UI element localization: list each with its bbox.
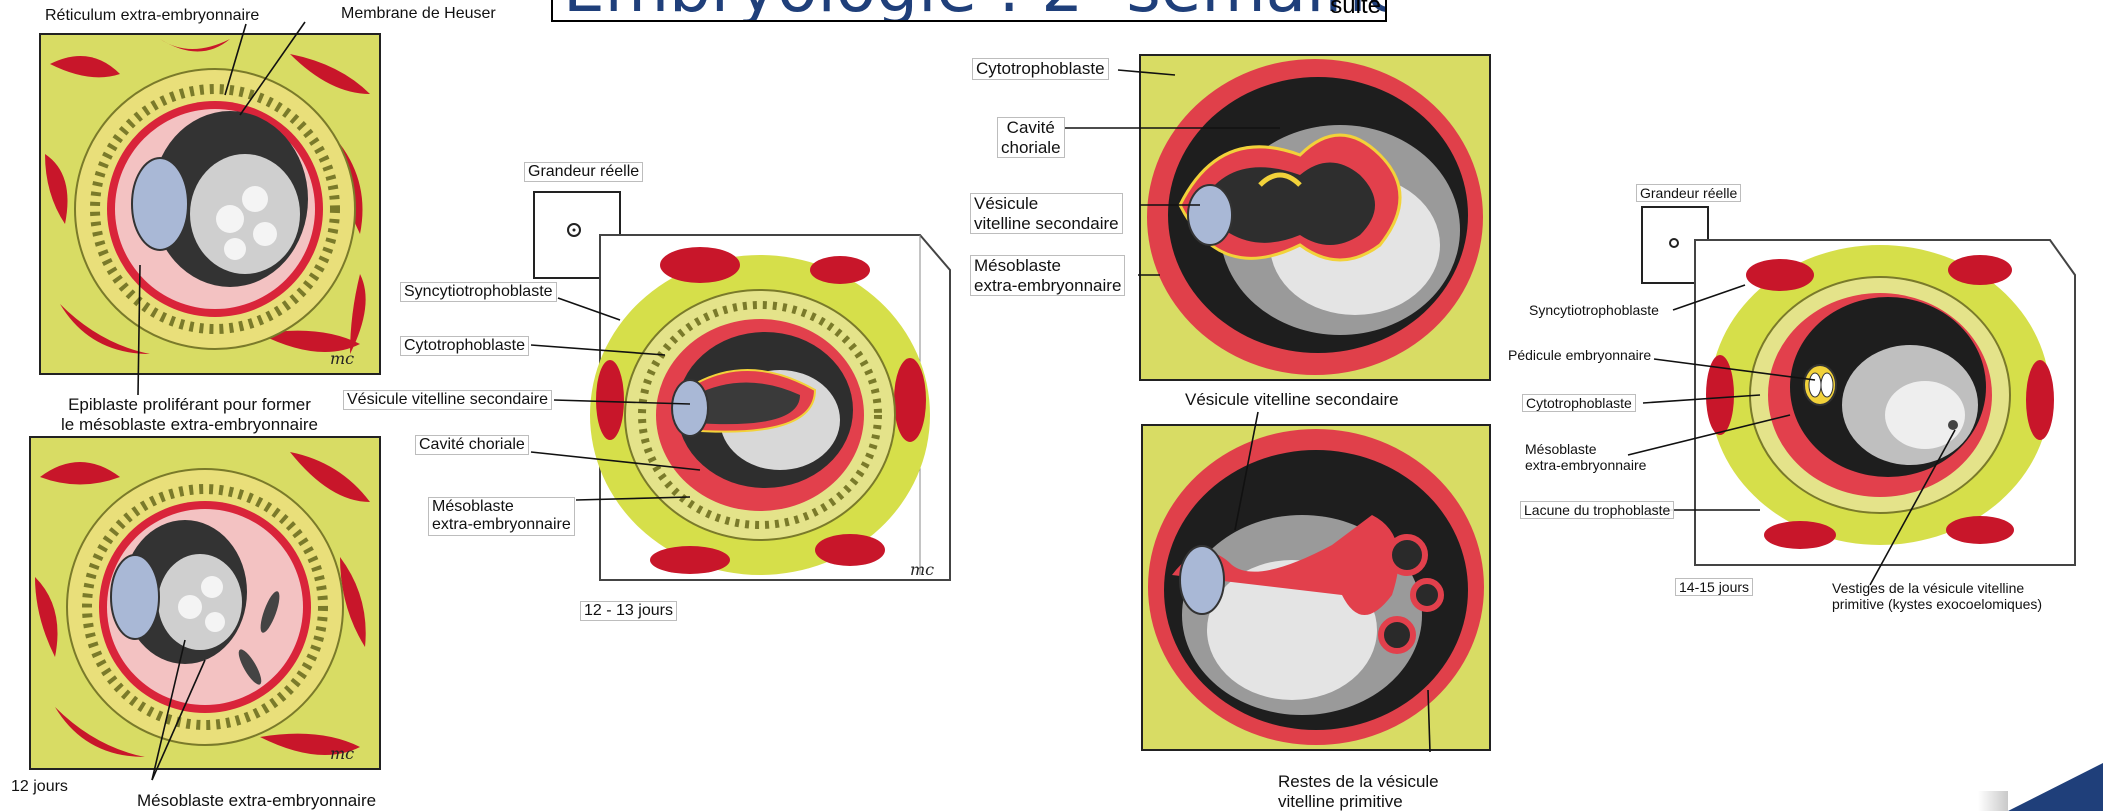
label-cavite-choriale-2: Cavité choriale bbox=[997, 117, 1065, 158]
nav-shadow bbox=[1978, 791, 2008, 811]
label-epiblaste: Epiblaste proliférant pour former le més… bbox=[58, 395, 321, 434]
label-14-15-jours: 14-15 jours bbox=[1675, 578, 1753, 596]
diagram-primary-yolk-remnants bbox=[1142, 425, 1490, 750]
label-restes-vesicule-primitive: Restes de la vésicule vitelline primitiv… bbox=[1275, 772, 1442, 811]
diagram-secondary-yolk-sac bbox=[1140, 55, 1490, 380]
label-syncytiotrophoblaste-1: Syncytiotrophoblaste bbox=[400, 282, 557, 302]
page-title: Embryologie : 2e semaine bbox=[563, 0, 1387, 22]
label-vesicule-secondaire-2: Vésicule vitelline secondaire bbox=[970, 193, 1123, 234]
label-vesicule-secondaire-1: Vésicule vitelline secondaire bbox=[343, 390, 552, 410]
label-pedicule-embryonnaire: Pédicule embryonnaire bbox=[1505, 347, 1654, 363]
label-mesoblaste-2: Mésoblaste extra-embryonnaire bbox=[970, 255, 1125, 296]
label-reticulum: Réticulum extra-embryonnaire bbox=[42, 7, 262, 25]
label-vesicule-secondaire-caption: Vésicule vitelline secondaire bbox=[1182, 390, 1402, 410]
label-cytotrophoblaste-1: Cytotrophoblaste bbox=[400, 336, 529, 356]
diagram-day14-15 bbox=[1680, 235, 2080, 580]
diagram-day12-13: mc bbox=[580, 230, 980, 590]
next-slide-arrow-icon[interactable] bbox=[2008, 763, 2103, 811]
diagram-day12-top: mc bbox=[40, 34, 380, 374]
label-cytotrophoblaste-3: Cytotrophoblaste bbox=[1522, 394, 1636, 412]
label-grandeur-reelle-2: Grandeur réelle bbox=[1636, 184, 1741, 202]
label-grandeur-reelle-1: Grandeur réelle bbox=[524, 162, 643, 182]
label-cavite-choriale-1: Cavité choriale bbox=[415, 435, 529, 455]
label-12-jours: 12 jours bbox=[8, 778, 71, 796]
label-heuser-membrane: Membrane de Heuser bbox=[338, 5, 499, 23]
label-mesoblaste-1: Mésoblaste extra-embryonnaire bbox=[428, 497, 575, 536]
title-suffix: suite bbox=[1330, 0, 1381, 20]
label-vestiges-vesicule-primitive: Vestiges de la vésicule vitelline primit… bbox=[1829, 580, 2045, 612]
label-lacune-trophoblaste: Lacune du trophoblaste bbox=[1520, 501, 1674, 519]
label-mesoblaste-3: Mésoblaste extra-embryonnaire bbox=[1522, 441, 1649, 473]
signature-text: mc bbox=[330, 349, 354, 368]
label-cytotrophoblaste-2: Cytotrophoblaste bbox=[972, 58, 1109, 80]
label-syncytiotrophoblaste-3: Syncytiotrophoblaste bbox=[1526, 302, 1662, 318]
signature-text: mc bbox=[330, 744, 354, 763]
signature-text: mc bbox=[910, 560, 934, 579]
label-12-13-jours: 12 - 13 jours bbox=[580, 601, 677, 621]
title-box: Embryologie : 2e semaine suite bbox=[551, 0, 1387, 22]
title-text: Embryologie : 2 bbox=[563, 0, 1083, 22]
diagram-day12-bottom: mc bbox=[30, 437, 380, 769]
label-mesoblaste-bottom: Mésoblaste extra-embryonnaire bbox=[134, 791, 379, 811]
